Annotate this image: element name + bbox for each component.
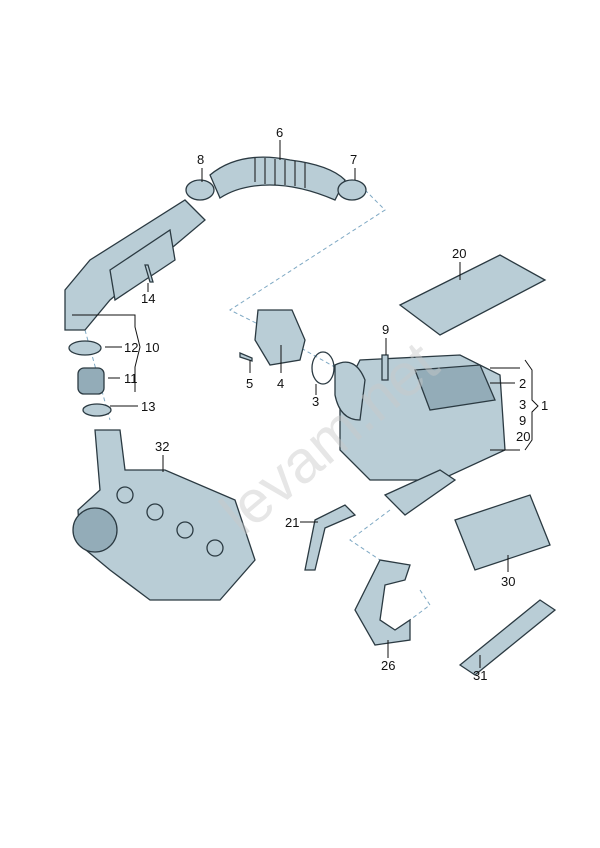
callout-2[interactable]: 2 bbox=[519, 376, 527, 391]
callout-11[interactable]: 11 bbox=[124, 371, 138, 386]
part-32-turbocharger bbox=[72, 429, 256, 601]
part-20-filter-element bbox=[398, 254, 547, 336]
callout-10[interactable]: 10 bbox=[145, 340, 160, 355]
callout-6[interactable]: 6 bbox=[276, 125, 284, 140]
part-3-o-ring bbox=[311, 351, 335, 385]
part-14-bolt bbox=[144, 264, 154, 283]
callout-14[interactable]: 14 bbox=[141, 291, 156, 306]
callout-32[interactable]: 32 bbox=[155, 439, 170, 454]
callout-3-group[interactable]: 3 bbox=[519, 397, 527, 412]
callout-8[interactable]: 8 bbox=[197, 152, 205, 167]
part-26-elbow bbox=[354, 559, 411, 646]
callout-9[interactable]: 9 bbox=[382, 322, 390, 337]
callout-3[interactable]: 3 bbox=[312, 394, 320, 409]
part-4-maf-sensor bbox=[254, 309, 306, 366]
part-11-sleeve bbox=[77, 367, 105, 395]
part-6-hose[interactable] bbox=[209, 156, 346, 201]
callout-20-group[interactable]: 20 bbox=[516, 429, 531, 444]
callout-4[interactable]: 4 bbox=[277, 376, 285, 391]
part-31-bracket bbox=[458, 599, 557, 676]
callout-26[interactable]: 26 bbox=[381, 658, 396, 673]
callout-1[interactable]: 1 bbox=[541, 398, 549, 413]
callout-20[interactable]: 20 bbox=[452, 246, 467, 261]
leader-lines bbox=[72, 140, 539, 668]
callout-13[interactable]: 13 bbox=[141, 399, 156, 414]
part-21-hose bbox=[304, 504, 357, 571]
part-5-screw bbox=[239, 352, 253, 362]
part-1-air-filter-housing bbox=[334, 354, 506, 481]
callout-21[interactable]: 21 bbox=[285, 515, 300, 530]
callout-9-group[interactable]: 9 bbox=[519, 413, 527, 428]
part-7-clamp bbox=[337, 179, 367, 201]
outlet-duct bbox=[383, 469, 457, 516]
assembly-line bbox=[228, 184, 386, 371]
pipe-bracket bbox=[109, 228, 176, 302]
part-13-clamp bbox=[82, 403, 112, 417]
callout-31[interactable]: 31 bbox=[473, 668, 488, 683]
callout-12[interactable]: 12 bbox=[124, 340, 139, 355]
callout-5[interactable]: 5 bbox=[246, 376, 254, 391]
callout-7[interactable]: 7 bbox=[350, 152, 358, 167]
part-30-duct bbox=[454, 494, 551, 571]
part-12-clamp bbox=[68, 340, 102, 356]
part-8-clamp bbox=[185, 179, 215, 201]
callout-30[interactable]: 30 bbox=[501, 574, 516, 589]
